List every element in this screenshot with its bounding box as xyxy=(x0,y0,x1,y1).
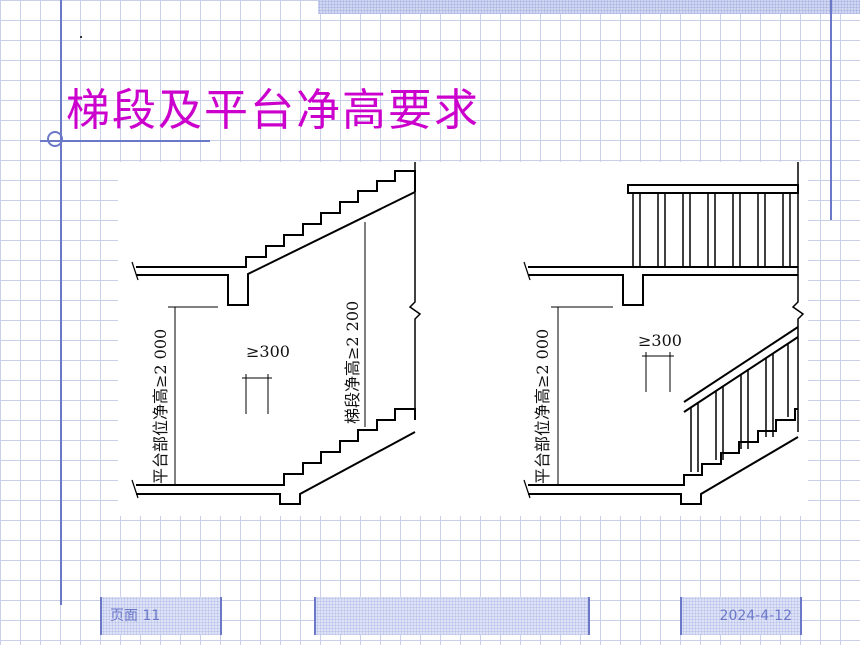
left-break-bottom xyxy=(131,479,139,499)
right-break-bottom xyxy=(523,479,531,499)
left-offset-label: ≥300 xyxy=(246,342,290,361)
right-accent-line xyxy=(830,0,832,220)
footer-date: 2024-4-12 xyxy=(719,608,792,624)
left-break-top xyxy=(131,261,139,281)
right-flight-balusters xyxy=(690,343,789,472)
left-wall-line xyxy=(408,162,422,412)
dot-mark xyxy=(80,36,82,38)
stair-diagram: 平台部位净高≥2 000 梯段净高≥2 200 ≥300 平台部位净高≥2 00… xyxy=(118,162,808,516)
right-lower-flight xyxy=(528,408,798,486)
right-break-top xyxy=(523,261,531,281)
page-title: 梯段及平台净高要求 xyxy=(66,85,480,136)
left-upper-landing xyxy=(136,170,416,268)
left-lower-flight xyxy=(136,408,416,486)
left-flight-height-label: 梯段净高≥2 200 xyxy=(343,300,362,424)
right-lower-slab-bottom xyxy=(528,436,799,505)
footer-page-label: 页面 11 xyxy=(110,608,161,624)
right-railing-balusters xyxy=(632,193,791,267)
right-platform-height-label: 平台部位净高≥2 000 xyxy=(533,328,552,484)
left-lower-slab-bottom xyxy=(136,431,416,505)
right-top-rail xyxy=(627,184,799,194)
stair-drawings xyxy=(131,162,805,505)
circle-icon xyxy=(47,131,63,147)
left-upper-slab-bottom xyxy=(136,191,416,306)
top-decor-band xyxy=(318,0,860,14)
right-wall-line xyxy=(791,162,805,432)
footer-center-box xyxy=(314,597,590,635)
right-offset-label: ≥300 xyxy=(638,331,682,350)
left-platform-height-label: 平台部位净高≥2 000 xyxy=(151,328,170,484)
footer-page-box: 页面 11 xyxy=(100,597,222,635)
title-underline xyxy=(40,140,210,142)
right-upper-slab-bottom xyxy=(528,274,798,306)
footer-date-box: 2024-4-12 xyxy=(680,597,802,635)
left-accent-line xyxy=(60,0,62,605)
